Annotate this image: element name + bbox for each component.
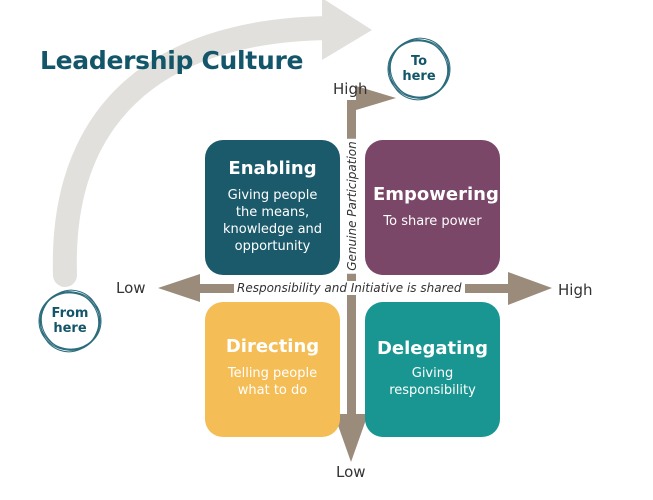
vertical-axis-high-label: High — [333, 80, 368, 98]
quadrant-delegating: Delegating Giving responsibility — [365, 302, 500, 437]
quadrant-directing-title: Directing — [225, 336, 320, 357]
vertical-axis-bottom-arrowhead — [334, 414, 368, 462]
quadrant-enabling-title: Enabling — [228, 158, 317, 179]
horizontal-axis-caption: Responsibility and Initiative is shared — [234, 281, 465, 295]
journey-curve-head — [322, 0, 372, 60]
quadrant-directing-desc: Telling people what to do — [227, 366, 318, 398]
quadrant-enabling-desc: Giving people the means, knowledge and o… — [222, 188, 323, 254]
quadrant-directing: Directing Telling people what to do — [205, 302, 340, 437]
horizontal-axis-high-label: High — [558, 281, 593, 299]
from-here-badge: From here — [51, 306, 89, 336]
quadrant-delegating-title: Delegating — [376, 338, 489, 359]
quadrant-enabling: Enabling Giving people the means, knowle… — [205, 140, 340, 275]
to-here-badge: To here — [402, 54, 436, 84]
from-here-badge-rings — [38, 289, 102, 353]
vertical-axis-caption: Genuine Participation — [345, 138, 359, 274]
quadrant-empowering-title: Empowering — [373, 184, 499, 205]
to-here-badge-rings — [387, 37, 451, 101]
horizontal-axis-low-label: Low — [116, 279, 146, 297]
horizontal-axis-right-arrowhead — [508, 272, 552, 305]
quadrant-empowering: Empowering To share power — [365, 140, 500, 275]
horizontal-axis-left-arrowhead — [158, 274, 200, 302]
vertical-axis-top-flag — [356, 86, 396, 110]
vertical-axis-low-label: Low — [336, 463, 366, 481]
page-title: Leadership Culture — [40, 46, 304, 75]
quadrant-empowering-desc: To share power — [383, 214, 482, 229]
journey-curve — [52, 16, 342, 287]
quadrant-delegating-desc: Giving responsibility — [389, 366, 476, 398]
